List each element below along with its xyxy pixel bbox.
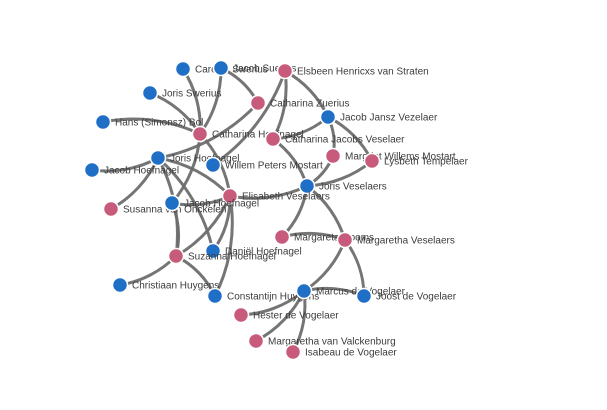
node-label: Suzanna Hoefnagel	[188, 252, 276, 263]
node-label: Elisabeth Veselaers	[242, 192, 330, 203]
node-label: Hester de Vogelaer	[253, 311, 339, 322]
node-circle[interactable]	[167, 247, 185, 265]
node-label: Willem Peters Mostart	[225, 161, 323, 172]
node-label: Joost de Vogelaer	[376, 292, 457, 303]
node-label: Jacob Jansz Vezelaer	[340, 113, 438, 124]
node-willem-mostart[interactable]: Willem Peters Mostart	[204, 156, 324, 174]
node-label: Joris Hoefnagel	[170, 154, 239, 165]
node-christiaan-huygens[interactable]: Christiaan Huygens	[111, 276, 220, 294]
node-label: Margaretha van Valckenburg	[268, 337, 396, 348]
node-catharina-hoefnagel[interactable]: Catharina Hoefnagel	[191, 125, 304, 143]
node-circle[interactable]	[204, 156, 222, 174]
node-lysbeth-tempelaer[interactable]: Lysbeth Tempelaer	[363, 152, 469, 170]
node-label: Catharina Zuerius	[270, 99, 349, 110]
node-circle[interactable]	[298, 177, 316, 195]
node-label: Catharina Hoefnagel	[212, 130, 304, 141]
edge-elsbeen-jacob-vezelaer	[283, 69, 330, 119]
node-label: Catharina Jacobs Veselaer	[285, 135, 405, 146]
node-circle[interactable]	[102, 200, 120, 218]
node-circle[interactable]	[141, 84, 159, 102]
node-circle[interactable]	[206, 287, 224, 305]
node-margareta-rooms[interactable]: Margareta Rooms	[273, 228, 375, 246]
node-label: Lysbeth Tempelaer	[384, 157, 469, 168]
edge-elsbeen-willem-mostart	[211, 69, 287, 167]
node-circle[interactable]	[174, 60, 192, 78]
node-jacob-hoefnagel-1[interactable]: Jacob Hoefnagel	[83, 161, 180, 179]
node-circle[interactable]	[191, 125, 209, 143]
node-elisabeth-veselaers[interactable]: Elisabeth Veselaers	[221, 187, 330, 205]
node-label: Jacob Hoefnagel	[104, 166, 179, 177]
node-label: Constantijn Huygens	[227, 292, 319, 303]
node-circle[interactable]	[232, 306, 250, 324]
edge-hans-bol-catharina-hoefnagel	[101, 117, 202, 136]
node-circle[interactable]	[249, 94, 267, 112]
node-joris-swerius[interactable]: Joris Swerius	[141, 84, 222, 102]
node-circle[interactable]	[355, 287, 373, 305]
node-jacob-vezelaer[interactable]: Jacob Jansz Vezelaer	[319, 108, 438, 126]
node-joost-vogelaer[interactable]: Joost de Vogelaer	[355, 287, 457, 305]
node-circle[interactable]	[83, 161, 101, 179]
edge-elisabeth-veselaers-constantijn-huygens	[213, 194, 234, 298]
node-label: Jacob Suerius	[233, 64, 296, 75]
node-label: Isabeau de Vogelaer	[305, 348, 397, 359]
node-margaretha-veselaers[interactable]: Margaretha Veselaers	[336, 231, 455, 249]
node-circle[interactable]	[295, 282, 313, 300]
node-elsbeen[interactable]: Elsbeen Henricxs van Straten	[276, 62, 429, 80]
node-circle[interactable]	[319, 108, 337, 126]
node-daniel-hoefnagel[interactable]: Daniël Hoefnagel	[204, 242, 302, 260]
node-margaretha-valckenburg[interactable]: Margaretha van Valckenburg	[247, 332, 396, 350]
node-circle[interactable]	[221, 187, 239, 205]
node-margriet-mostart[interactable]: Margriet Willems Mostart	[324, 147, 456, 165]
node-circle[interactable]	[273, 228, 291, 246]
edge-margaretha-veselaers-marcus-vogelaer	[302, 238, 347, 293]
node-constantijn-huygens[interactable]: Constantijn Huygens	[206, 287, 320, 305]
node-suzanna-hoefnagel[interactable]: Suzanna Hoefnagel	[167, 247, 276, 265]
node-circle[interactable]	[204, 242, 222, 260]
node-hans-bol[interactable]: Hans (Simonsz) Bol	[94, 113, 204, 131]
node-circle[interactable]	[276, 62, 294, 80]
node-carolus[interactable]: Carolus Swerius	[174, 60, 268, 78]
node-circle[interactable]	[363, 152, 381, 170]
node-label: Hans (Simonsz) Bol	[115, 118, 203, 129]
node-circle[interactable]	[247, 332, 265, 350]
node-catharina-zuerius[interactable]: Catharina Zuerius	[249, 94, 350, 112]
node-joris-hoefnagel[interactable]: Joris Hoefnagel	[149, 149, 240, 167]
node-label: Carolus Swerius	[195, 65, 268, 76]
node-joris-veselaers[interactable]: Joris Veselaers	[298, 177, 387, 195]
node-circle[interactable]	[111, 276, 129, 294]
node-label: Jacob Hoefnagel	[184, 199, 259, 210]
node-label: Elsbeen Henricxs van Straten	[297, 67, 429, 78]
node-label: Margriet Willems Mostart	[345, 152, 456, 163]
node-label: Joris Swerius	[162, 89, 221, 100]
node-circle[interactable]	[264, 130, 282, 148]
edge-catharina-zuerius-joris-hoefnagel	[156, 101, 260, 160]
node-label: Margareta Rooms	[294, 233, 374, 244]
node-label: Christiaan Huygens	[132, 281, 219, 292]
node-label: Joris Veselaers	[319, 182, 387, 193]
node-circle[interactable]	[336, 231, 354, 249]
node-circle[interactable]	[149, 149, 167, 167]
node-circle[interactable]	[94, 113, 112, 131]
node-hester-vogelaer[interactable]: Hester de Vogelaer	[232, 306, 340, 324]
node-jacob-hoefnagel-2[interactable]: Jacob Hoefnagel	[163, 194, 260, 212]
node-isabeau-vogelaer[interactable]: Isabeau de Vogelaer	[284, 343, 398, 361]
node-jacob-suerius[interactable]: Jacob Suerius	[212, 59, 297, 77]
node-catharina-veselaer[interactable]: Catharina Jacobs Veselaer	[264, 130, 406, 148]
node-circle[interactable]	[284, 343, 302, 361]
node-label: Daniël Hoefnagel	[225, 247, 302, 258]
node-circle[interactable]	[163, 194, 181, 212]
node-circle[interactable]	[324, 147, 342, 165]
node-label: Margaretha Veselaers	[357, 236, 455, 247]
edge-joris-hoefnagel-daniel-hoefnagel	[156, 156, 215, 253]
node-circle[interactable]	[212, 59, 230, 77]
